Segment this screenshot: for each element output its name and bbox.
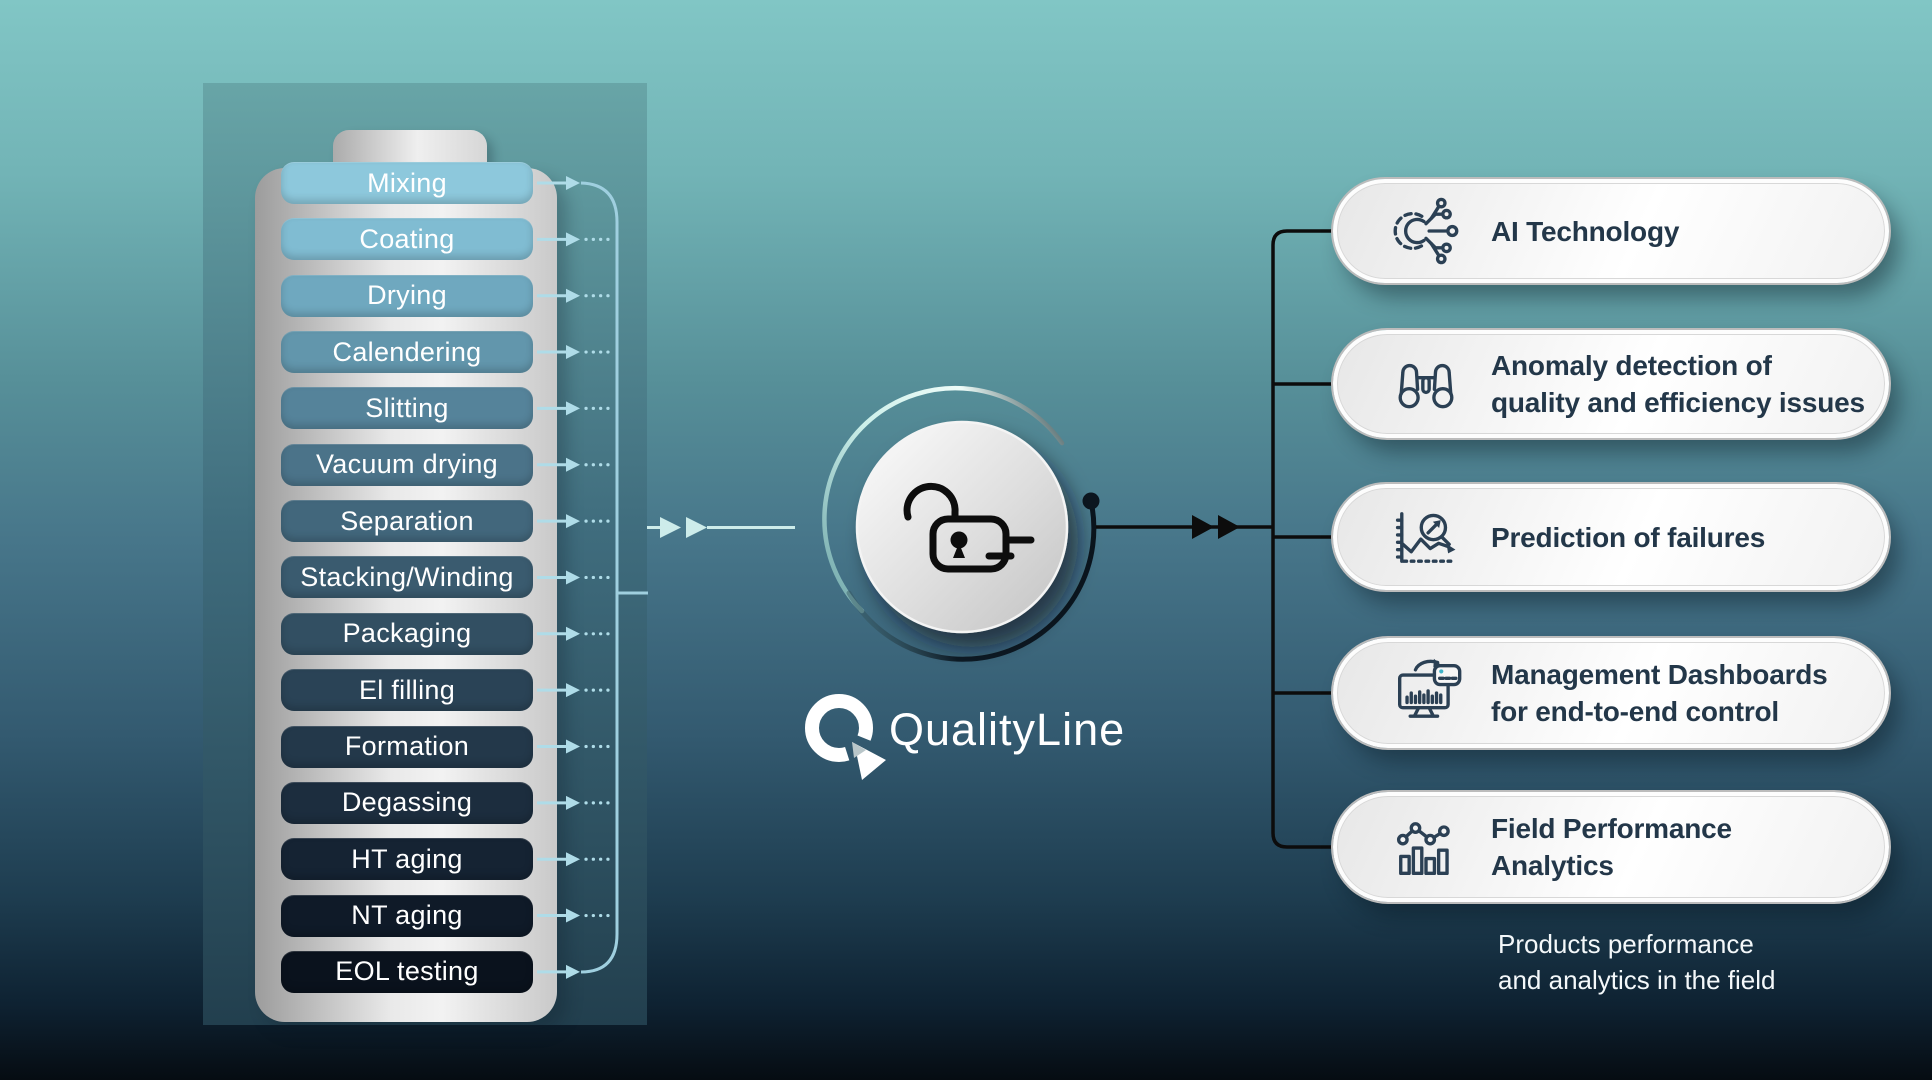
feature-card: Anomaly detection of quality and efficie… (1333, 330, 1889, 438)
process-step-label: NT aging (351, 900, 463, 931)
feature-title-line: Analytics (1491, 850, 1614, 881)
binoculars-icon (1398, 363, 1454, 409)
dashboard-monitor-icon (1398, 658, 1462, 718)
feature-title-line: Field Performance (1491, 813, 1732, 844)
feature-title-line: AI Technology (1491, 215, 1680, 247)
process-step-pill: Calendering (281, 331, 533, 374)
process-step-pill: Drying (281, 274, 533, 317)
process-step-label: Separation (340, 505, 474, 536)
process-step-pill: Slitting (281, 387, 533, 430)
process-step-pill: EOL testing (281, 950, 533, 993)
feature-card: Field Performance Analytics (1333, 792, 1889, 902)
process-step-pill: NT aging (281, 894, 533, 937)
process-step-label: Drying (367, 280, 447, 311)
process-step-pill: Vacuum drying (281, 443, 533, 486)
process-step-label: Slitting (365, 392, 449, 423)
caption-line: Products performance (1498, 929, 1754, 959)
process-step-pill: HT aging (281, 838, 533, 881)
process-step-label: EOL testing (335, 956, 479, 987)
process-step-pill: Mixing (281, 162, 533, 204)
feature-card: Management Dashboards for end-to-end con… (1333, 638, 1889, 748)
field-analytics-icon (1396, 822, 1450, 875)
feature-card: AI Technology (1333, 179, 1889, 283)
orbit-dot (1082, 492, 1100, 510)
brand-name: QualityLine (889, 704, 1126, 755)
feature-card: Prediction of failures (1333, 484, 1889, 590)
process-step-pill: Formation (281, 725, 533, 768)
process-step-label: Coating (359, 223, 455, 254)
process-step-pill: Packaging (281, 612, 533, 655)
feature-title-line: Anomaly detection of (1491, 350, 1772, 381)
feature-title-line: for end-to-end control (1491, 696, 1780, 727)
feature-title-line: Prediction of failures (1491, 521, 1766, 553)
orbit-arcs (822, 385, 1100, 662)
process-step-pill: Coating (281, 218, 533, 261)
process-step-label: El filling (358, 674, 456, 705)
process-step-label: Formation (344, 731, 470, 761)
process-step-label: Calendering (332, 336, 482, 367)
process-step-label: Packaging (342, 618, 472, 649)
process-step-label: Stacking/Winding (300, 561, 514, 592)
caption-line: and analytics in the field (1498, 965, 1776, 995)
process-step-pill: El filling (281, 669, 533, 712)
process-step-label: Vacuum drying (316, 449, 498, 480)
process-step-label: Degassing (341, 787, 473, 818)
ai-circuit-icon (1393, 197, 1459, 265)
feature-title-line: Management Dashboards (1491, 659, 1828, 690)
field-analytics-caption: Products performance and analytics in th… (1498, 926, 1776, 998)
process-step-pill: Degassing (281, 781, 533, 824)
ai-core-circle (822, 385, 1100, 662)
unlocked-padlock-icon (903, 482, 1035, 573)
process-step-pill: Separation (281, 500, 533, 543)
process-step-label: Mixing (367, 167, 447, 198)
feature-title-line: quality and efficiency issues (1491, 387, 1865, 418)
process-step-pill: Stacking/Winding (281, 556, 533, 599)
failure-prediction-chart-icon (1395, 512, 1456, 563)
process-step-label: HT aging (351, 843, 463, 874)
